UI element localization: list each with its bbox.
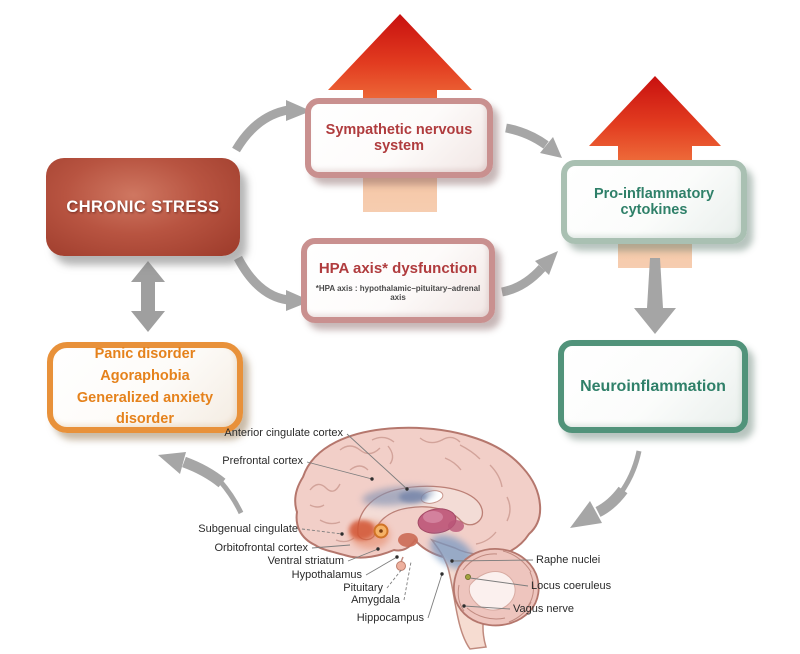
- hpa-axis-box: HPA axis* dysfunction *HPA axis : hypoth…: [301, 238, 495, 323]
- gad-label: Generalized anxiety disorder: [76, 389, 214, 428]
- label-locus-coeruleus: Locus coeruleus: [531, 580, 612, 592]
- label-hypothalamus: Hypothalamus: [291, 569, 362, 581]
- agoraphobia-label: Agoraphobia: [100, 367, 190, 384]
- proinflammatory-cytokines-box: Pro-inflammatory cytokines: [561, 160, 747, 244]
- label-prefrontal-cortex: Prefrontal cortex: [222, 455, 303, 467]
- neuroinflammation-label: Neuroinflammation: [580, 377, 726, 395]
- label-ventral-striatum: Ventral striatum: [267, 555, 344, 567]
- sympathetic-label: Sympathetic nervous system: [325, 122, 473, 154]
- hpa-label: HPA axis* dysfunction: [318, 259, 478, 277]
- label-hippocampus: Hippocampus: [356, 612, 424, 624]
- brain-leader-lines: [301, 433, 534, 619]
- swoosh-arrow-icon: [570, 450, 642, 528]
- curved-arrow-icon: [232, 100, 562, 311]
- cytokines-label: Pro-inflammatory cytokines: [593, 186, 715, 218]
- chronic-stress-box: CHRONIC STRESS: [46, 158, 240, 256]
- brain-illustration: [294, 426, 542, 650]
- panic-disorder-label: Panic disorder: [94, 346, 196, 362]
- double-arrow-icon: [131, 261, 165, 332]
- swoosh-arrow-icon: [158, 452, 244, 515]
- label-anterior-cingulate-cortex: Anterior cingulate cortex: [224, 427, 343, 439]
- label-orbitofrontal-cortex: Orbitofrontal cortex: [214, 542, 308, 554]
- chronic-stress-label: CHRONIC STRESS: [66, 197, 220, 216]
- label-pituitary: Pituitary: [343, 582, 383, 594]
- hpa-footnote: *HPA axis : hypothalamic–pituitary–adren…: [315, 283, 481, 302]
- anxiety-disorders-box: Panic disorder Agoraphobia Generalized a…: [47, 342, 243, 433]
- down-arrow-icon: [634, 258, 676, 334]
- brain-label-dots: [340, 477, 466, 608]
- neuroinflammation-box: Neuroinflammation: [558, 340, 748, 433]
- label-raphe-nuclei: Raphe nuclei: [536, 554, 601, 566]
- label-amygdala: Amygdala: [351, 594, 400, 606]
- sympathetic-nervous-system-box: Sympathetic nervous system: [305, 98, 493, 178]
- label-vagus-nerve: Vagus nerve: [513, 603, 574, 615]
- label-subgenual-cingulate: Subgenual cingulate: [198, 523, 298, 535]
